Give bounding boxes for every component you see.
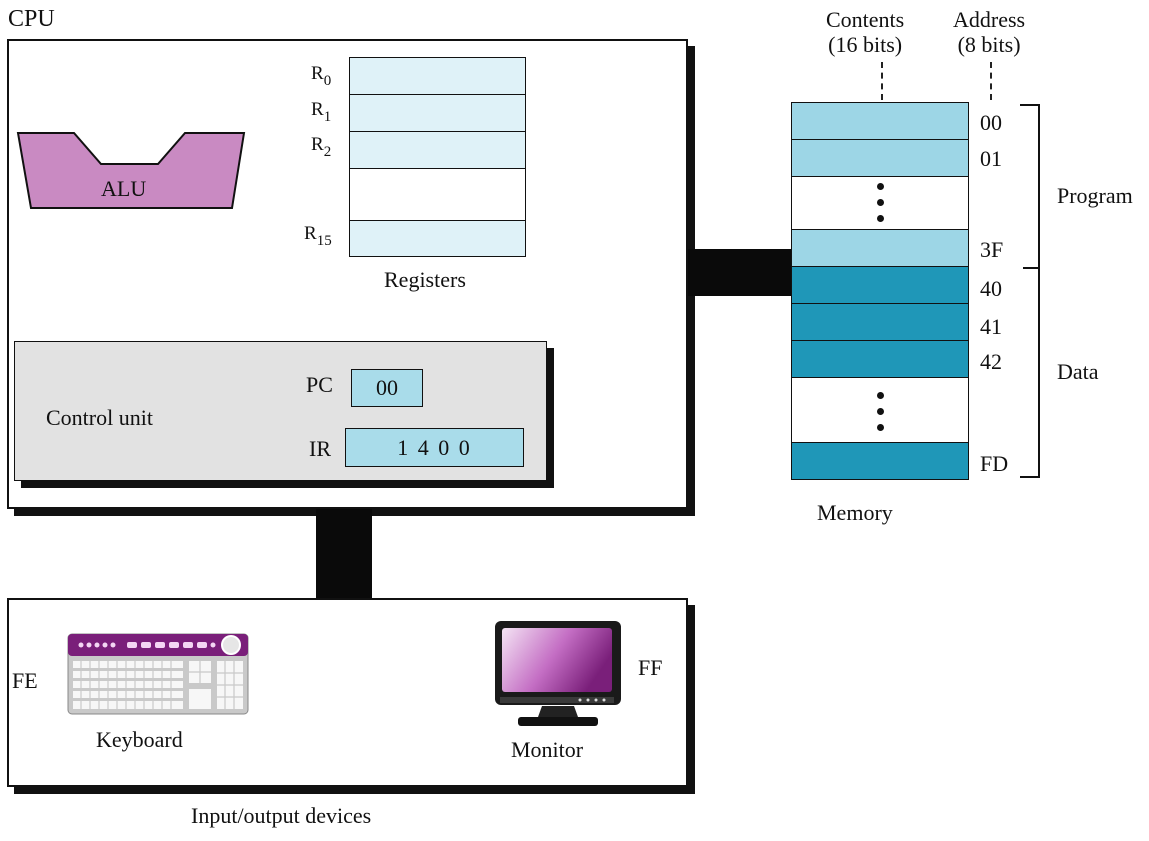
bus-cpu-io: [316, 509, 372, 599]
ellipsis-dot: [877, 408, 884, 415]
register-name-r1: R1: [311, 99, 332, 125]
ellipsis-dot: [877, 424, 884, 431]
register-name-r2: R2: [311, 134, 332, 160]
program-label: Program: [1057, 183, 1133, 208]
address-label: 40: [980, 276, 1002, 301]
address-label: FD: [980, 451, 1009, 476]
ellipsis-dot: [877, 392, 884, 399]
cpu-title: CPU: [8, 6, 55, 32]
keyboard-icon: [67, 633, 249, 715]
memory-address-header: Address (8 bits): [953, 7, 1026, 58]
keyboard-address: FE: [12, 668, 38, 693]
ir-label: IR: [309, 436, 331, 461]
register-r0: [349, 57, 526, 95]
monitor-address: FF: [638, 655, 663, 680]
control-unit-label: Control unit: [46, 405, 153, 430]
memory-brackets: [1020, 104, 1040, 478]
register-gap: [349, 168, 526, 221]
bus-cpu-memory: [688, 249, 792, 296]
keyboard-label: Keyboard: [96, 727, 183, 752]
monitor-label: Monitor: [511, 737, 584, 762]
ir-register: 1 4 0 0: [345, 428, 524, 467]
monitor-icon: [495, 621, 621, 726]
memory-caption: Memory: [817, 500, 893, 525]
memory-contents-header: Contents (16 bits): [826, 7, 905, 58]
memory-cell-40: [791, 266, 969, 304]
register-r1: [349, 94, 526, 132]
pc-register: 00: [351, 369, 423, 407]
address-leader-line: [990, 62, 992, 100]
memory-cell-fd: [791, 442, 969, 480]
memory-cell-00: [791, 102, 969, 140]
alu-shape: [16, 132, 246, 209]
register-name-r0: R0: [311, 63, 332, 89]
address-label: 41: [980, 314, 1002, 339]
contents-leader-line: [881, 62, 883, 100]
ellipsis-dot: [877, 183, 884, 190]
memory-cell-42: [791, 340, 969, 378]
memory-cell-01: [791, 139, 969, 177]
memory-cell-41: [791, 303, 969, 341]
registers-caption: Registers: [384, 267, 466, 292]
memory-cell-3f: [791, 229, 969, 267]
ellipsis-dot: [877, 199, 884, 206]
address-label: 00: [980, 110, 1002, 135]
address-label: 42: [980, 349, 1002, 374]
io-caption: Input/output devices: [191, 803, 372, 828]
register-r2: [349, 131, 526, 169]
register-r15: [349, 220, 526, 257]
alu-label: ALU: [101, 176, 147, 201]
address-label: 3F: [980, 237, 1004, 262]
ellipsis-dot: [877, 215, 884, 222]
address-label: 01: [980, 146, 1002, 171]
data-label: Data: [1057, 359, 1099, 384]
register-name-r15: R15: [304, 223, 332, 249]
pc-label: PC: [306, 372, 333, 397]
